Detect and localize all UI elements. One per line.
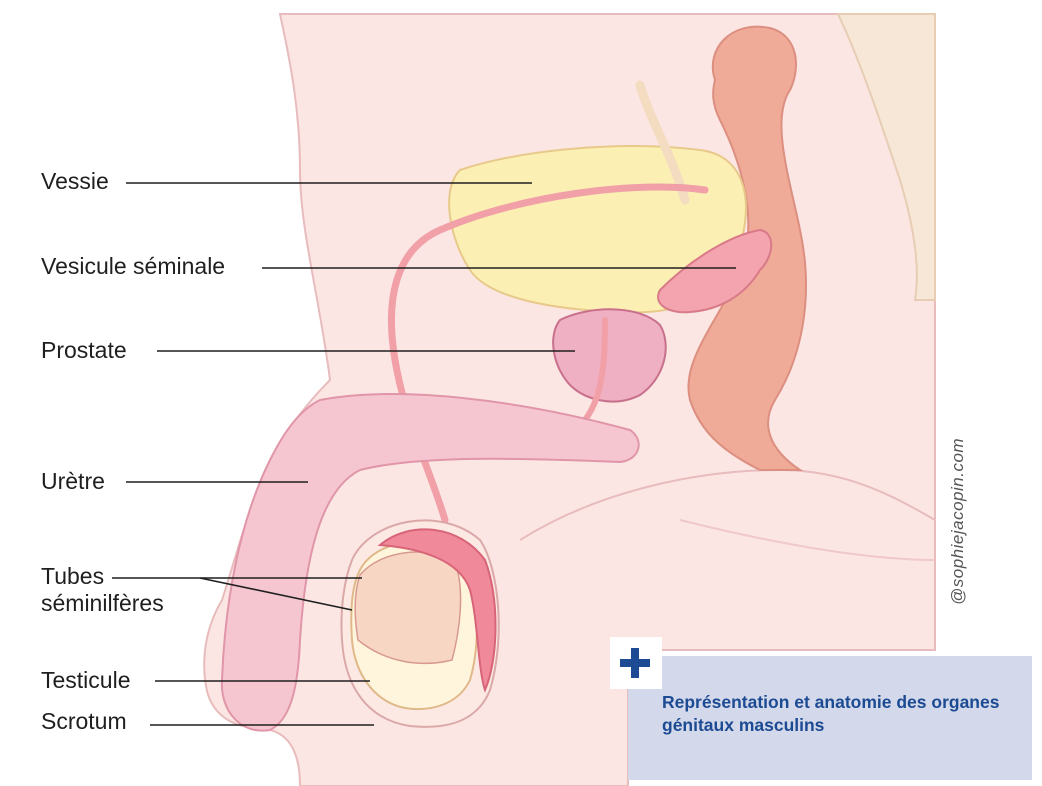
info-title: Représentation et anatomie des organes g… <box>662 692 1000 735</box>
label-uretre: Urètre <box>41 468 105 494</box>
credit-watermark: @sophiejacopin.com <box>948 437 967 605</box>
penis <box>220 393 640 732</box>
plus-icon <box>610 637 662 689</box>
seminiferous-tubules <box>354 551 462 665</box>
thigh-curve <box>679 519 936 561</box>
seminal-vesicle <box>657 228 773 314</box>
prostate <box>552 308 667 403</box>
label-scrotum: Scrotum <box>41 708 127 734</box>
label-testicule: Testicule <box>41 667 131 693</box>
label-vesicule-seminale: Vesicule séminale <box>41 253 226 279</box>
label-tubes-line1: Tubes <box>41 563 105 589</box>
plus-icon-vertical <box>631 648 639 678</box>
leader-tubes-b <box>199 577 353 611</box>
label-tubes-line2: séminilfères <box>41 590 164 616</box>
label-prostate: Prostate <box>41 337 127 363</box>
epididymis <box>377 528 497 693</box>
info-box: Représentation et anatomie des organes g… <box>628 656 1032 780</box>
label-vessie: Vessie <box>41 168 109 194</box>
spine <box>836 13 936 301</box>
